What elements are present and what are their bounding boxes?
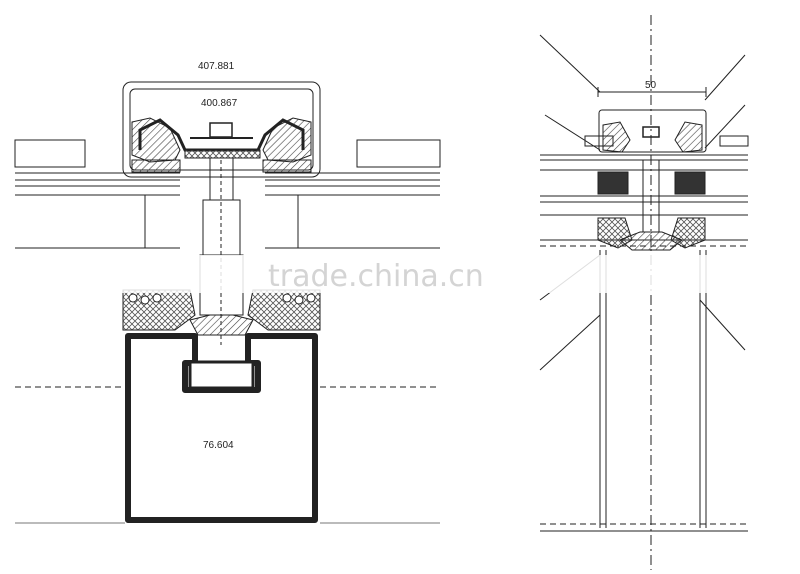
washer xyxy=(184,149,261,159)
watermark-band xyxy=(0,255,800,293)
watermark: trade.china.cn xyxy=(268,259,484,294)
dimension-50-label: 50 xyxy=(645,80,657,91)
left-section-detail xyxy=(14,81,441,524)
right-pressure-cap xyxy=(598,109,707,153)
spacer-left xyxy=(597,171,629,195)
glass-pane-left xyxy=(14,139,180,249)
bolt-head xyxy=(209,122,233,138)
spacer-right xyxy=(674,171,706,195)
right-section-detail xyxy=(539,15,749,570)
inner-profile-label: 400.867 xyxy=(201,98,238,109)
cap-profile-label: 407.881 xyxy=(198,61,235,72)
right-mullion xyxy=(599,250,707,528)
mullion-profile-label: 76.604 xyxy=(203,440,234,451)
glass-pane-right xyxy=(265,139,441,249)
dimension-50 xyxy=(597,87,707,97)
